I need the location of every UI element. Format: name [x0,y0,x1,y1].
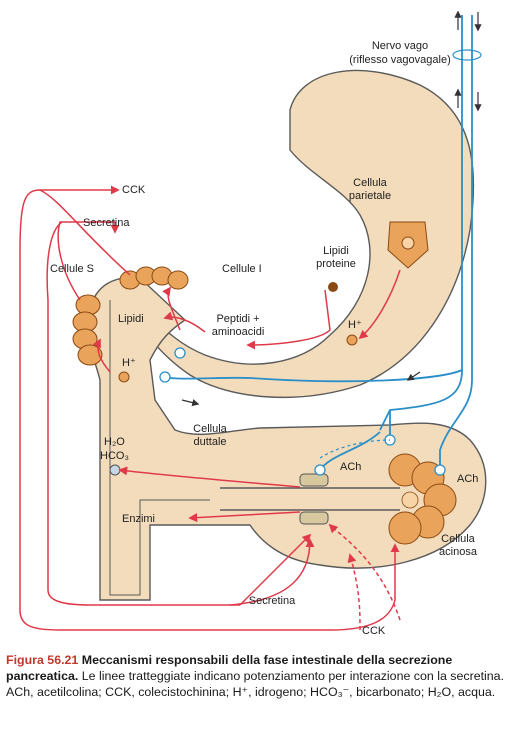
lipids-proteins-sublabel: proteine [316,258,356,270]
s-cells-label: Cellule S [50,263,94,275]
lipids-proteins-particle [328,282,338,292]
acinar-cell-label: Cellula [441,533,476,545]
hormone-arrows [19,185,401,631]
peptides-label: Peptidi + [216,313,259,325]
figure-caption: Figura 56.21 Meccanismi responsabili del… [6,652,506,700]
vagus-nerve-sublabel: (riflesso vagovagale) [349,54,451,66]
h-plus-particle-duodenum [118,371,130,383]
i-cells [119,266,189,290]
vagus-nerve-label: Nervo vago [372,40,428,52]
ductal-cell-sublabel: duttale [193,436,226,448]
vagus-nerve-ring [452,49,482,61]
bicarbonate-particle [109,464,121,476]
figure-caption-body: Le linee tratteggiate indicano potenziam… [6,669,505,699]
lipids-proteins-label: Lipidi [323,245,349,257]
i-cells-label: Cellule I [222,263,262,275]
secretin-top-label: Secretina [83,217,130,229]
nerve-direction-arrows [181,10,482,407]
ductal-cell-label: Cellula [193,423,228,435]
ductal-cells [299,473,329,525]
parietal-cell-sublabel: parietale [349,190,391,202]
parietal-cell-label: Cellula [353,177,388,189]
acinar-cells [388,453,457,545]
figure-title: Meccanismi responsabili della fase intes… [6,653,453,683]
cck-top-label: CCK [122,184,146,196]
figure-number: Figura 56.21 [6,653,79,667]
pancreatic-duct [220,487,400,511]
bicarbonate-label: HCO₃ [100,450,129,462]
parietal-cell-nucleus [401,236,415,250]
h-plus-particle-stomach [346,334,358,346]
nerve-dashed-link [319,439,391,459]
acinar-cell-sublabel: acinosa [439,546,478,558]
h-plus-duodenum-label: H⁺ [122,357,136,369]
h-plus-stomach-label: H⁺ [348,319,362,331]
secretin-bottom-label: Secretina [249,595,296,607]
ach-right-label: ACh [457,473,478,485]
lipids-label: Lipidi [118,313,144,325]
duodenal-lumen [109,300,210,596]
enzymes-label: Enzimi [122,513,155,525]
water-label: H₂O [104,436,125,448]
pancreatic-secretion-diagram: Nervo vago (riflesso vagovagale) CCK Sec… [19,10,487,637]
cck-bottom-label: CCK [362,625,386,637]
ach-left-label: ACh [340,461,361,473]
amino-acids-label: aminoacidi [212,326,265,338]
